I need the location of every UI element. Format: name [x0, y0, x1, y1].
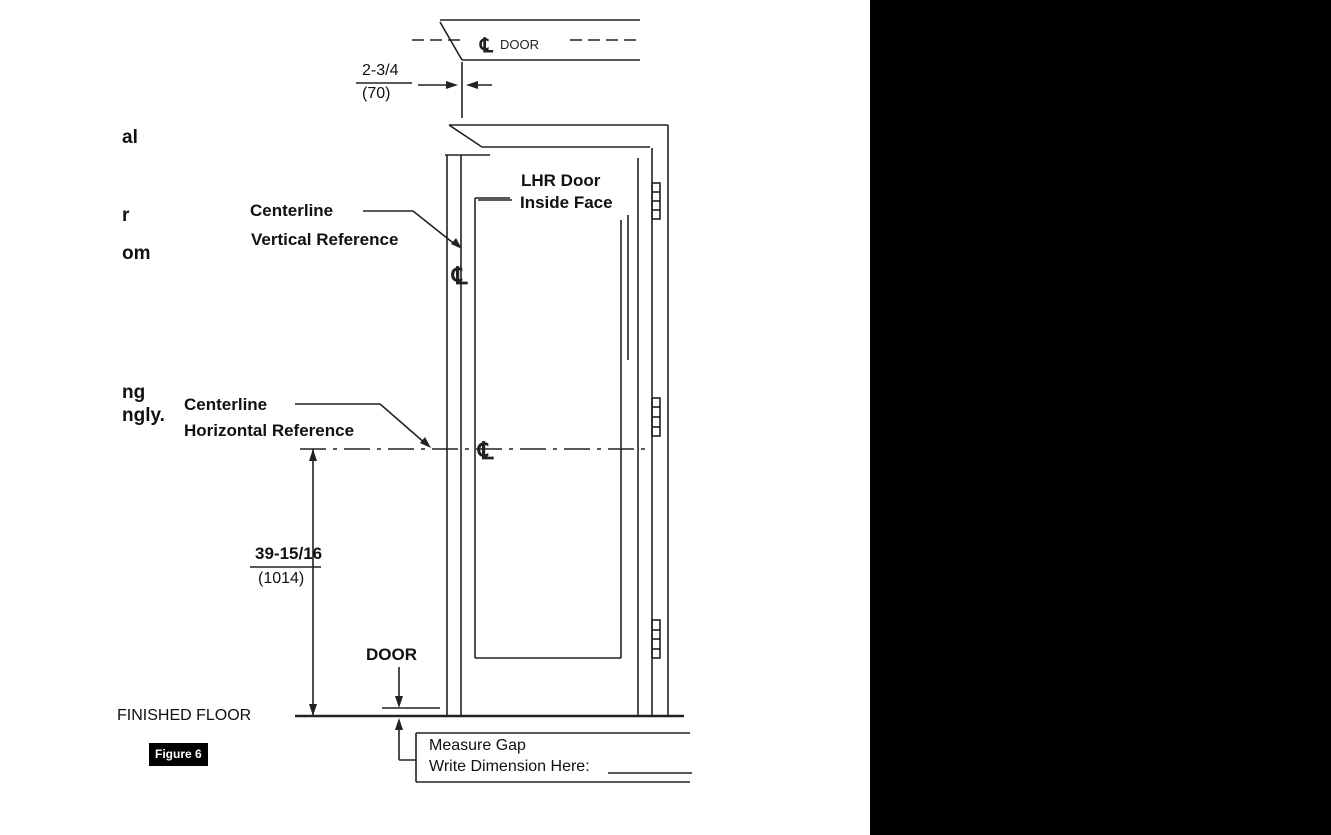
vertical-ref-leader-diag — [412, 210, 458, 247]
cl-vertical-line2: Vertical Reference — [251, 230, 399, 249]
hinge-top — [651, 182, 661, 220]
height-dim-mm: (1014) — [258, 570, 305, 587]
header-centerline-symbol: ℄ — [479, 35, 494, 57]
cl-horizontal-line1: Centerline — [184, 395, 268, 414]
height-dim-fraction: 39-15/16 — [255, 544, 323, 563]
vertical-ref-arrowhead — [451, 238, 462, 249]
measure-arrowhead — [395, 718, 403, 730]
top-dim-arrowhead-right — [466, 81, 478, 89]
height-dim-arrowhead-top — [309, 449, 317, 461]
hinge-bottom — [651, 619, 661, 659]
horizontal-ref-arrowhead — [420, 437, 431, 448]
door-gap-arrowhead — [395, 696, 403, 708]
finished-floor-label: FINISHED FLOOR — [117, 707, 252, 724]
door-gap-label: DOOR — [366, 645, 417, 664]
top-dim-mm: (70) — [362, 85, 391, 102]
horizontal-centerline-symbol: ℄ — [477, 438, 494, 465]
body-text-fragment-3: om — [122, 243, 151, 264]
measure-gap-line2: Write Dimension Here: — [429, 758, 590, 775]
cl-horizontal-line2: Horizontal Reference — [184, 421, 355, 440]
height-dim-arrowhead-bottom — [309, 704, 317, 716]
horizontal-ref-leader-diag — [379, 403, 427, 445]
hinge-middle — [651, 397, 661, 437]
lhr-door-label: LHR Door — [521, 171, 601, 190]
measure-gap-line1: Measure Gap — [429, 737, 526, 754]
vertical-centerline-symbol: ℄ — [451, 263, 468, 290]
frame-stop-slant — [448, 124, 483, 148]
cl-vertical-line1: Centerline — [250, 201, 334, 220]
body-text-fragment-1: al — [122, 127, 138, 148]
body-text-fragment-4: ng — [122, 382, 146, 403]
header-left-edge — [439, 21, 463, 61]
body-text-fragment-2: r — [122, 205, 130, 226]
top-dim-fraction: 2-3/4 — [362, 62, 399, 79]
top-dim-arrowhead-left — [446, 81, 458, 89]
body-text-fragment-5: ngly. — [122, 405, 165, 426]
black-side-panel — [870, 0, 1331, 835]
figure-caption-badge: Figure 6 — [149, 743, 208, 766]
door-header-label: DOOR — [500, 37, 539, 52]
lhr-inside-face-label: Inside Face — [520, 193, 613, 212]
